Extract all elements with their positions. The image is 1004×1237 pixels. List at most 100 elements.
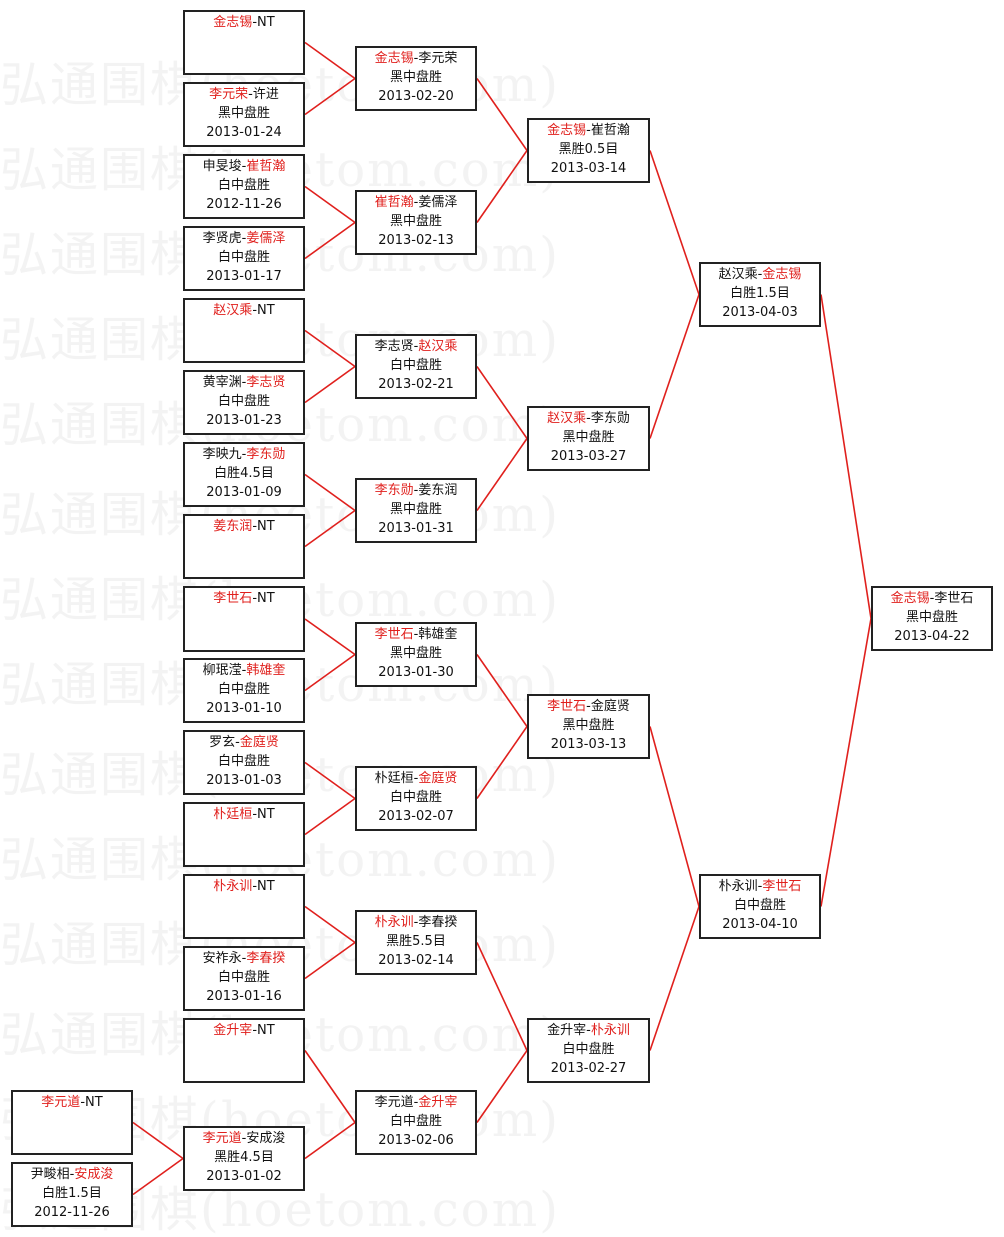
player-name: 李贤虎 [202, 231, 242, 246]
separator: - [69, 1167, 75, 1182]
match-players: 赵汉乘-NT [185, 301, 303, 320]
connector-line [649, 150, 700, 295]
match-players: 李世石-NT [185, 589, 303, 608]
match-players: 金志锡-崔哲瀚 [529, 121, 648, 140]
match-players: 罗玄-金庭贤 [185, 733, 303, 752]
match-box: 黄宰渊-李志贤白中盘胜 2013-01-23 [183, 370, 305, 435]
match-result: 白中盘胜 [389, 1114, 442, 1129]
separator: - [586, 123, 591, 138]
connector-line [476, 366, 528, 439]
match-date: 2013-02-14 [378, 953, 454, 968]
connector-line [476, 726, 528, 799]
match-date: 2013-01-31 [378, 521, 454, 536]
player-name: 金庭贤 [418, 771, 458, 786]
player-name: 李映九 [202, 447, 242, 462]
player-name: 许进 [252, 87, 279, 102]
player-name: 金志锡 [374, 51, 414, 66]
connector-line [476, 942, 528, 1051]
player-name: NT [85, 1095, 103, 1110]
match-box: 李元道-NT [11, 1090, 133, 1155]
connector-line [304, 329, 356, 368]
player-name: 崔哲瀚 [374, 195, 414, 210]
separator: - [80, 1095, 86, 1110]
separator: - [586, 1023, 591, 1038]
player-name: 朴廷桓 [213, 807, 253, 822]
connector-line [649, 906, 700, 1051]
match-date: 2013-01-23 [206, 413, 282, 428]
match-result: 黑中盘胜 [389, 214, 442, 229]
player-name: 金志锡 [762, 267, 802, 282]
player-name: 金升宰 [418, 1095, 458, 1110]
match-date: 2012-11-26 [206, 197, 282, 212]
match-date: 2013-04-10 [722, 917, 798, 932]
match-players: 黄宰渊-李志贤 [185, 373, 303, 392]
match-players: 申旻埈-崔哲瀚 [185, 157, 303, 176]
match-result: 白中盘胜 [217, 754, 270, 769]
match-result: 白中盘胜 [389, 790, 442, 805]
match-players: 李贤虎-姜儒泽 [185, 229, 303, 248]
match-players: 李东勋-姜东润 [357, 481, 475, 500]
match-date: 2013-02-06 [378, 1133, 454, 1148]
separator: - [252, 15, 258, 30]
connector-line [304, 221, 356, 260]
match-box: 李世石-NT [183, 586, 305, 652]
match-result: 黑中盘胜 [389, 502, 442, 517]
player-name: 李元道 [202, 1131, 242, 1146]
connector-line [304, 761, 356, 800]
player-name: 李春揆 [418, 915, 458, 930]
player-name: 崔哲瀚 [246, 159, 286, 174]
connector-line [304, 509, 356, 548]
player-name: 韩雄奎 [246, 663, 286, 678]
match-players: 李元荣-许进 [185, 85, 303, 104]
player-name: 朴永训 [718, 879, 758, 894]
match-players: 朴永训-李世石 [701, 877, 819, 896]
player-name: 柳珉滢 [202, 663, 242, 678]
match-result: 黑中盘胜 [389, 646, 442, 661]
separator: - [413, 483, 419, 498]
player-name: 申旻埈 [202, 159, 242, 174]
separator: - [413, 627, 419, 642]
connector-line [476, 78, 528, 151]
separator: - [413, 771, 419, 786]
match-result: 黑中盘胜 [389, 70, 442, 85]
player-name: 金志锡 [213, 15, 253, 30]
match-date: 2013-01-09 [206, 485, 282, 500]
separator: - [241, 1131, 247, 1146]
match-result: 白中盘胜 [217, 394, 270, 409]
player-name: 朴永训 [374, 915, 414, 930]
player-name: 姜儒泽 [246, 231, 286, 246]
player-name: NT [257, 15, 275, 30]
match-result: 黑胜0.5目 [558, 142, 619, 157]
separator: - [252, 303, 258, 318]
player-name: 朴廷桓 [374, 771, 414, 786]
player-name: 赵汉乘 [213, 303, 253, 318]
connector-line [304, 77, 356, 116]
match-date: 2012-11-26 [34, 1205, 110, 1220]
match-box: 李东勋-姜东润黑中盘胜 2013-01-31 [355, 478, 477, 543]
player-name: 金升宰 [547, 1023, 587, 1038]
connector-line [304, 653, 356, 692]
player-name: 韩雄奎 [418, 627, 458, 642]
separator: - [241, 375, 247, 390]
match-players: 赵汉乘-李东勋 [529, 409, 648, 428]
match-players: 李映九-李东勋 [185, 445, 303, 464]
match-result: 黑胜5.5目 [386, 934, 446, 949]
separator: - [252, 519, 258, 534]
separator: - [413, 1095, 419, 1110]
match-date: 2013-01-03 [206, 773, 282, 788]
player-name: NT [257, 519, 275, 534]
match-result: 黑中盘胜 [562, 430, 615, 445]
separator: - [929, 591, 935, 606]
connector-line [304, 618, 356, 656]
player-name: 李元荣 [209, 87, 249, 102]
player-name: 李东勋 [246, 447, 286, 462]
match-date: 2013-01-17 [206, 269, 282, 284]
